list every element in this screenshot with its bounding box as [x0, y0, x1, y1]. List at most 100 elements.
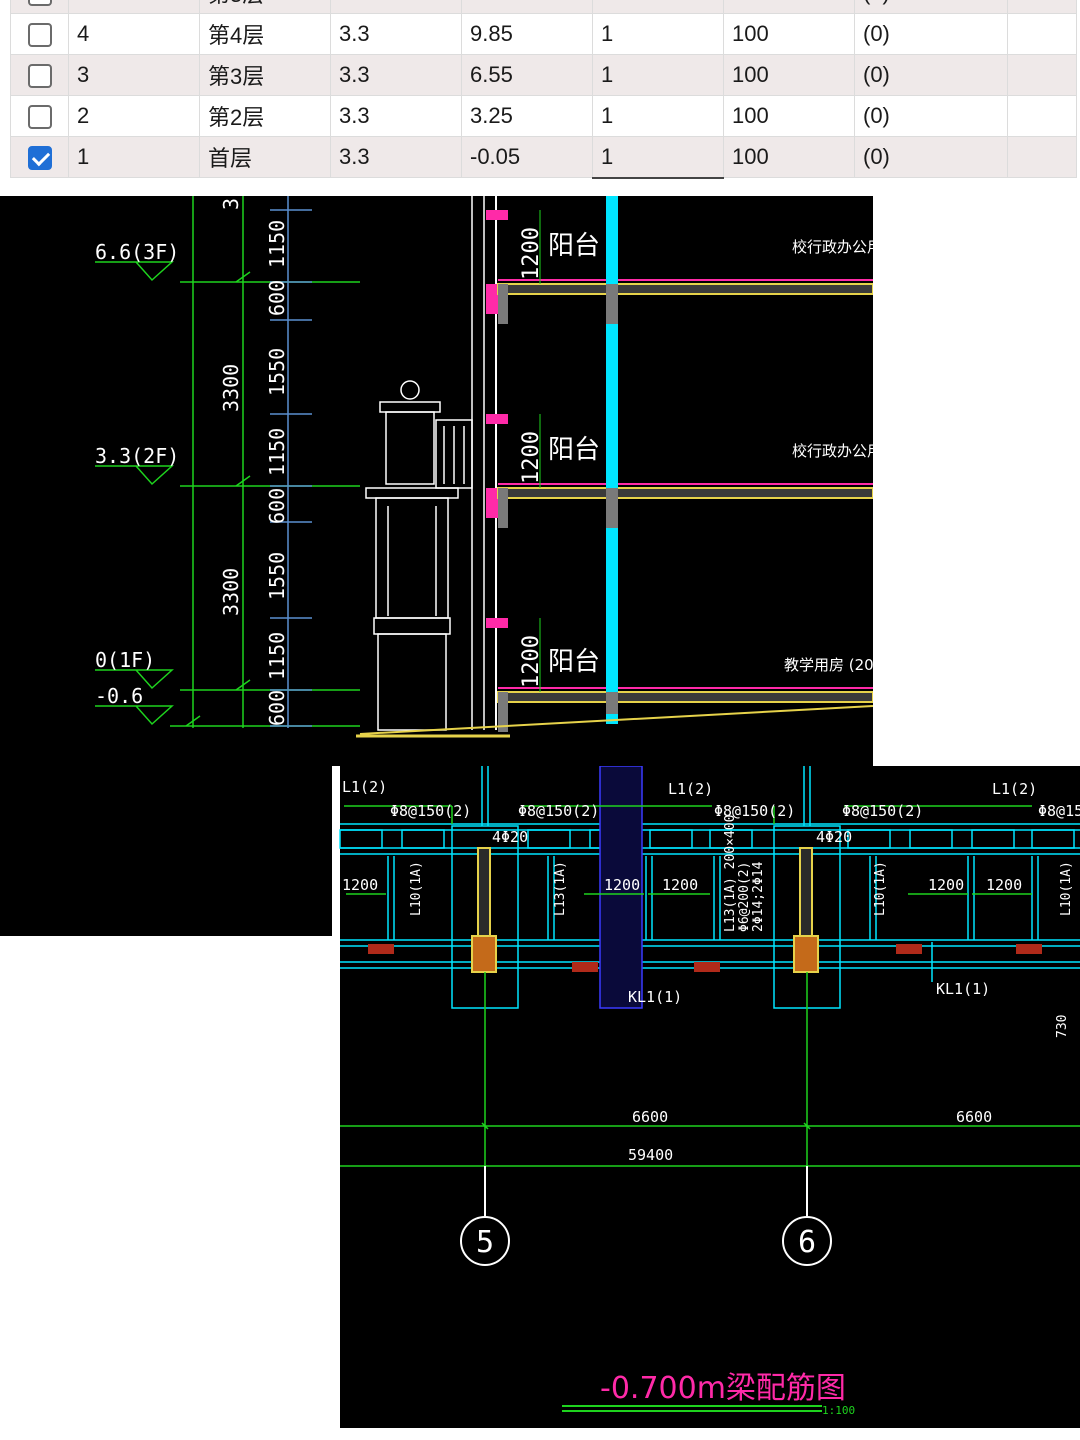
table-row[interactable]: 5 第5层 3.3 13.15 1 100 (0): [10, 0, 1077, 14]
columns: [368, 847, 1042, 973]
beam-reinforcement-plan[interactable]: L1(2) L1(2) L1(2) Φ8@150(2) Φ8@150(2) Φ8…: [332, 766, 1080, 1440]
floor-height[interactable]: 3.3: [330, 136, 462, 178]
window-dim: 1200: [519, 635, 544, 688]
slab-thickness[interactable]: 100: [723, 136, 855, 178]
level-label-1f: 0(1F): [95, 648, 155, 672]
segment-dim: 600: [265, 488, 289, 524]
extra-cell[interactable]: [1007, 95, 1077, 137]
floor-number[interactable]: 2: [68, 95, 200, 137]
slab-thickness[interactable]: 100: [723, 13, 855, 55]
scale-note: 1:100: [822, 1404, 855, 1417]
extra-cell[interactable]: [1007, 136, 1077, 178]
storey-dim: 3300: [219, 364, 243, 412]
table-row-selected[interactable]: 1 首层 3.3 -0.05 1 100 (0): [10, 136, 1077, 179]
floor-height[interactable]: 3.3: [330, 13, 462, 55]
floor-number[interactable]: 1: [68, 136, 200, 178]
axis-bubble-6: [782, 1216, 832, 1266]
slab-thickness[interactable]: 100: [723, 0, 855, 14]
storey-dim: 3300: [219, 568, 243, 616]
row-checkbox[interactable]: [27, 0, 52, 7]
floor-note[interactable]: (0): [854, 95, 1008, 137]
level-label-ground: -0.6: [95, 684, 143, 708]
segment-dim: 600: [265, 280, 289, 316]
segment-dim: 1150: [265, 428, 289, 476]
slab-thickness[interactable]: 100: [723, 54, 855, 96]
exterior-wall: [471, 196, 508, 730]
row-checkbox-cell[interactable]: [10, 95, 69, 137]
floor-note[interactable]: (0): [854, 0, 1008, 14]
floor-count[interactable]: 1: [592, 54, 724, 96]
vertical-beam-label: 2Φ14;2Φ14: [751, 861, 766, 932]
segment-dim: 600: [265, 690, 289, 726]
floor-name[interactable]: 第5层: [199, 0, 331, 14]
floor-name[interactable]: 首层: [199, 136, 331, 178]
floor-elevation[interactable]: -0.05: [461, 136, 593, 178]
floor-count-active[interactable]: 1: [592, 136, 724, 179]
row-checkbox[interactable]: [27, 23, 52, 48]
floor-note[interactable]: (0): [854, 54, 1008, 96]
floor-count[interactable]: 1: [592, 13, 724, 55]
width-label: 1200: [986, 876, 1022, 894]
beam-label: L1(2): [992, 780, 1037, 798]
beam-label: L1(2): [668, 780, 713, 798]
stirrup-label: Φ8@150: [1038, 802, 1080, 820]
window-dim: 1200: [519, 431, 544, 484]
table-row[interactable]: 4 第4层 3.3 9.85 1 100 (0): [10, 13, 1077, 55]
drawing-title: -0.700m梁配筋图: [600, 1371, 846, 1406]
floor-number[interactable]: 3: [68, 54, 200, 96]
axis-bubbles: [460, 1166, 832, 1266]
floor-elevation[interactable]: 9.85: [461, 13, 593, 55]
beam-plan-canvas[interactable]: L1(2) L1(2) L1(2) Φ8@150(2) Φ8@150(2) Φ8…: [332, 766, 1080, 1440]
side-dim: 730: [1055, 1015, 1070, 1038]
floor-elevation[interactable]: 6.55: [461, 54, 593, 96]
kl-label: KL1(1): [628, 988, 682, 1006]
floor-height[interactable]: 3.3: [330, 54, 462, 96]
floor-elevation[interactable]: 3.25: [461, 95, 593, 137]
row-checkbox-cell[interactable]: [10, 54, 69, 96]
floor-count[interactable]: 1: [592, 0, 724, 14]
vertical-beam-label: L10(1A): [1059, 861, 1074, 916]
floor-height[interactable]: 3.3: [330, 0, 462, 14]
axis-number-5: 5: [476, 1225, 494, 1260]
extra-cell[interactable]: [1007, 54, 1077, 96]
rebar-label: 4Φ20: [816, 828, 852, 846]
row-checkbox-cell[interactable]: [10, 136, 69, 178]
vertical-beam-label: L10(1A): [409, 861, 424, 916]
row-checkbox[interactable]: [27, 64, 52, 89]
row-checkbox-checked[interactable]: [27, 146, 52, 171]
extra-cell[interactable]: [1007, 13, 1077, 55]
floor-height[interactable]: 3.3: [330, 95, 462, 137]
decorative-column: [365, 380, 473, 731]
floor-number[interactable]: 5: [68, 0, 200, 14]
vertical-beam-label: L13(1A): [553, 861, 568, 916]
axis-bubble-5: [460, 1216, 510, 1266]
floor-count[interactable]: 1: [592, 95, 724, 137]
stirrup-label: Φ8@150(2): [390, 802, 471, 820]
kl-label: KL1(1): [936, 980, 990, 998]
balcony-label: 阳台: [548, 231, 600, 261]
floor-note[interactable]: (0): [854, 13, 1008, 55]
floor-number[interactable]: 4: [68, 13, 200, 55]
floor-settings-table: 5 第5层 3.3 13.15 1 100 (0) 4 第4层 3.3 9.85…: [0, 0, 1080, 186]
segment-dim: 1150: [265, 632, 289, 680]
dimension-lines: [170, 196, 360, 728]
row-checkbox-cell[interactable]: [10, 0, 69, 14]
floor-elevation[interactable]: 13.15: [461, 0, 593, 14]
row-checkbox[interactable]: [27, 105, 52, 130]
row-checkbox-cell[interactable]: [10, 13, 69, 55]
room-label: 校行政办公用房: [792, 238, 873, 256]
floor-name[interactable]: 第2层: [199, 95, 331, 137]
rebar-label: 4Φ20: [492, 828, 528, 846]
segment-dim: 1550: [265, 552, 289, 600]
floor-note[interactable]: (0): [854, 136, 1008, 178]
top-partial-dim: 3: [219, 198, 243, 210]
table-row[interactable]: 2 第2层 3.3 3.25 1 100 (0): [10, 95, 1077, 137]
stirrup-label: Φ8@150(2): [842, 802, 923, 820]
floor-name[interactable]: 第4层: [199, 13, 331, 55]
building-section-drawing[interactable]: 6.6(3F) 3.3(2F) 0(1F) -0.6 3 3300 3300 1…: [0, 196, 873, 936]
table-row[interactable]: 3 第3层 3.3 6.55 1 100 (0): [10, 54, 1077, 96]
width-label: 1200: [928, 876, 964, 894]
extra-cell[interactable]: [1007, 0, 1077, 14]
floor-name[interactable]: 第3层: [199, 54, 331, 96]
slab-thickness[interactable]: 100: [723, 95, 855, 137]
